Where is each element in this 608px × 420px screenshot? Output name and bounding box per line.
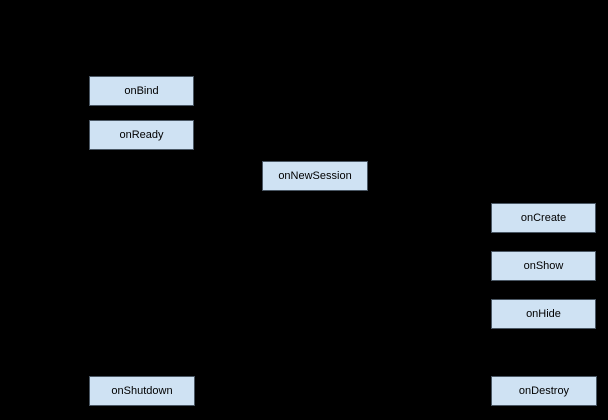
node-on-bind: onBind — [89, 76, 194, 106]
node-on-show: onShow — [491, 251, 596, 281]
node-on-shutdown: onShutdown — [89, 376, 195, 406]
node-on-ready: onReady — [89, 120, 194, 150]
node-on-new-session: onNewSession — [262, 161, 368, 191]
node-on-create: onCreate — [491, 203, 596, 233]
node-on-destroy: onDestroy — [491, 376, 597, 406]
node-on-hide: onHide — [491, 299, 596, 329]
